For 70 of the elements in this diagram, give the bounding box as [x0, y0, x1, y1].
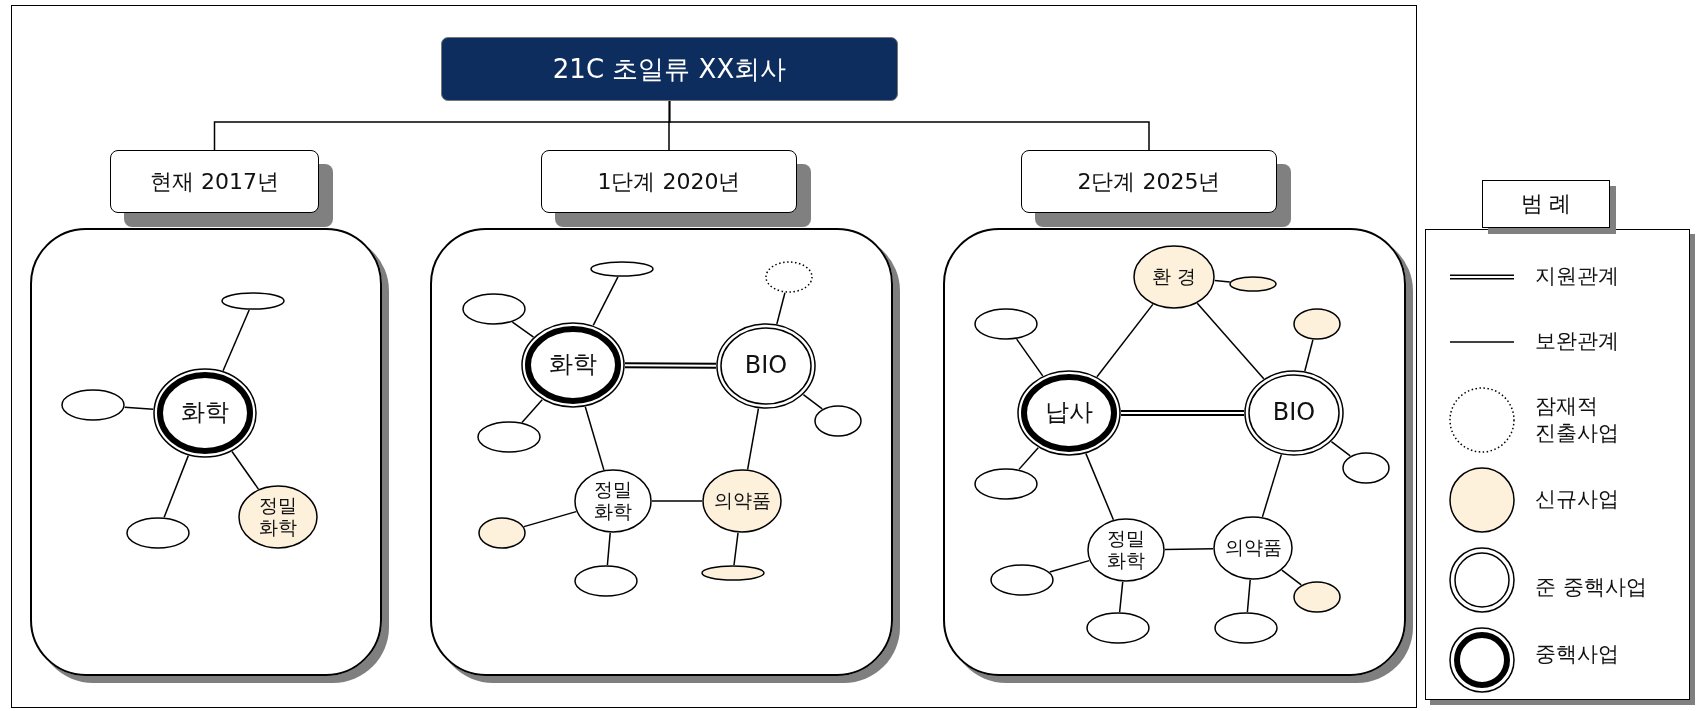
business-ellipse [590, 261, 654, 277]
core-business-circle: 화학 [521, 322, 625, 408]
new-business-ellipse [701, 565, 765, 581]
business-circle: 정밀 화학 [574, 469, 652, 533]
business-ellipse [974, 308, 1038, 340]
connector-line [511, 321, 535, 338]
semi-core-business-circle: BIO [1244, 370, 1344, 456]
connector-line [163, 454, 190, 519]
connector-line [1330, 440, 1351, 457]
double-connector-line [1121, 410, 1244, 416]
business-ellipse [1342, 452, 1390, 484]
connector-line [1118, 581, 1124, 613]
connector-line [1214, 279, 1231, 283]
connector-line [1164, 547, 1214, 551]
business-ellipse [974, 468, 1038, 500]
business-ellipse [1214, 612, 1278, 644]
legend-label: 보완관계 [1535, 328, 1620, 356]
connector-line [651, 500, 703, 502]
new-business-circle: 환 경 [1133, 245, 1215, 309]
business-ellipse [221, 292, 285, 310]
business-ellipse [477, 421, 541, 453]
business-circle: 의약품 [1213, 516, 1293, 580]
connector-line [1261, 453, 1283, 518]
connector-line [584, 406, 605, 471]
legend-label: 잠재적 진출사업 [1535, 392, 1620, 447]
business-ellipse [990, 564, 1054, 596]
legend-label: 준 중핵사업 [1535, 574, 1648, 602]
legend-label: 신규사업 [1535, 486, 1620, 514]
connector-line [1048, 559, 1090, 573]
connector-line [123, 406, 154, 411]
new-business-ellipse [1229, 276, 1277, 292]
connector-line [776, 292, 786, 325]
connector-line [1085, 452, 1115, 521]
tree-connector [668, 100, 1150, 151]
connector-line [1196, 302, 1265, 380]
new-business-ellipse [478, 517, 526, 549]
connector-line [222, 309, 250, 372]
core-business-circle: 납사 [1017, 370, 1121, 456]
connector-line [1246, 579, 1251, 613]
connector-line [606, 532, 611, 566]
connector-line [1015, 338, 1044, 377]
business-circle: 정밀 화학 [1087, 518, 1165, 582]
double-connector-line [625, 362, 716, 369]
business-ellipse [126, 517, 190, 549]
connector-line [733, 532, 739, 566]
potential-business-ellipse [765, 261, 813, 293]
connector-line [231, 450, 260, 490]
title-box: 21C 초일류 XX회사 [441, 37, 898, 101]
legend-label: 중핵사업 [1535, 641, 1620, 669]
new-business-circle: 정밀 화학 [238, 485, 318, 549]
business-ellipse [462, 293, 526, 325]
business-ellipse [574, 565, 638, 597]
connector-line [1096, 303, 1154, 378]
business-ellipse [814, 405, 862, 437]
semi-core-business-circle: BIO [716, 323, 816, 409]
connector-line [1018, 446, 1039, 471]
business-ellipse [61, 389, 125, 421]
new-business-ellipse [1293, 581, 1341, 613]
new-business-ellipse [1293, 308, 1341, 340]
connector-line [523, 510, 577, 528]
legend-label: 지원관계 [1535, 263, 1620, 291]
connector-line [802, 393, 823, 410]
connector-line [521, 398, 543, 424]
new-business-circle: 의약품 [702, 469, 782, 533]
connector-line [746, 407, 760, 471]
connector-line [592, 276, 619, 327]
connector-line [1281, 569, 1302, 586]
core-business-circle: 화학 [153, 368, 257, 458]
business-ellipse [1086, 612, 1150, 644]
connector-line [1304, 339, 1314, 372]
